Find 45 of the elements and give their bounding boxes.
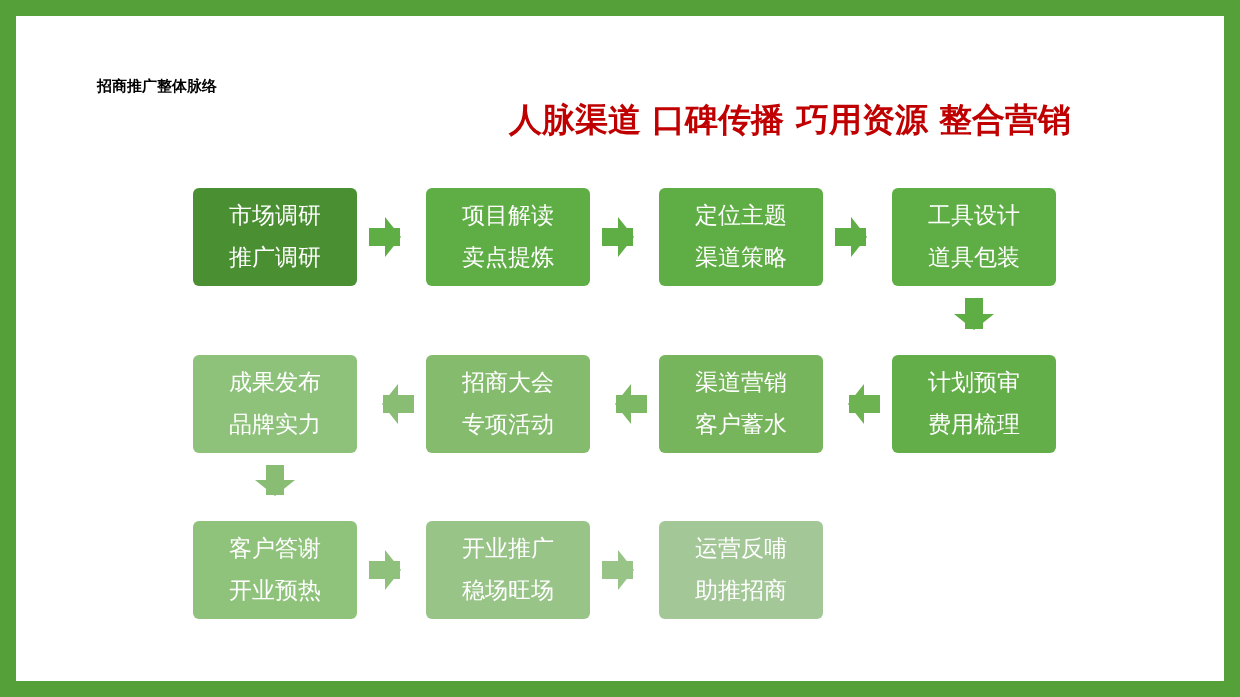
box-text: 卖点提炼 bbox=[462, 244, 554, 272]
box-text: 定位主题 bbox=[695, 202, 787, 230]
block-arrow bbox=[615, 384, 647, 424]
box-text: 计划预审 bbox=[928, 369, 1020, 397]
block-arrow bbox=[369, 217, 401, 257]
box-text: 成果发布 bbox=[229, 369, 321, 397]
box-text: 专项活动 bbox=[462, 411, 554, 439]
block-arrow bbox=[602, 550, 634, 590]
box-text: 费用梳理 bbox=[928, 411, 1020, 439]
process-box bbox=[426, 521, 590, 619]
box-text: 道具包装 bbox=[928, 244, 1020, 272]
box-text: 招商大会 bbox=[462, 369, 554, 397]
box-text: 推广调研 bbox=[229, 244, 321, 272]
box-text: 稳场旺场 bbox=[462, 577, 554, 605]
box-text: 客户答谢 bbox=[229, 535, 321, 563]
box-text: 客户蓄水 bbox=[695, 411, 787, 439]
block-arrow bbox=[848, 384, 880, 424]
box-text: 项目解读 bbox=[462, 202, 554, 230]
box-text: 品牌实力 bbox=[229, 411, 321, 439]
process-box bbox=[659, 521, 823, 619]
process-box bbox=[193, 521, 357, 619]
block-arrow bbox=[835, 217, 867, 257]
process-box bbox=[426, 355, 590, 453]
box-text: 渠道策略 bbox=[695, 244, 787, 272]
slogan-title: 人脉渠道 口碑传播 巧用资源 整合营销 bbox=[507, 99, 1073, 141]
subtitle: 招商推广整体脉络 bbox=[97, 77, 217, 96]
block-arrow bbox=[369, 550, 401, 590]
block-arrow bbox=[954, 298, 994, 330]
box-text: 工具设计 bbox=[928, 202, 1020, 230]
process-box bbox=[426, 188, 590, 286]
process-box bbox=[892, 355, 1056, 453]
process-box bbox=[892, 188, 1056, 286]
box-text: 运营反哺 bbox=[695, 535, 787, 563]
block-arrow bbox=[602, 217, 634, 257]
box-text: 市场调研 bbox=[229, 202, 321, 230]
process-box bbox=[193, 188, 357, 286]
box-text: 渠道营销 bbox=[695, 369, 787, 397]
box-text: 开业推广 bbox=[462, 535, 554, 563]
block-arrow bbox=[255, 465, 295, 496]
block-arrow bbox=[382, 384, 414, 424]
process-box bbox=[193, 355, 357, 453]
process-box bbox=[659, 355, 823, 453]
process-box bbox=[659, 188, 823, 286]
box-text: 助推招商 bbox=[695, 577, 787, 605]
box-text: 开业预热 bbox=[229, 577, 321, 605]
